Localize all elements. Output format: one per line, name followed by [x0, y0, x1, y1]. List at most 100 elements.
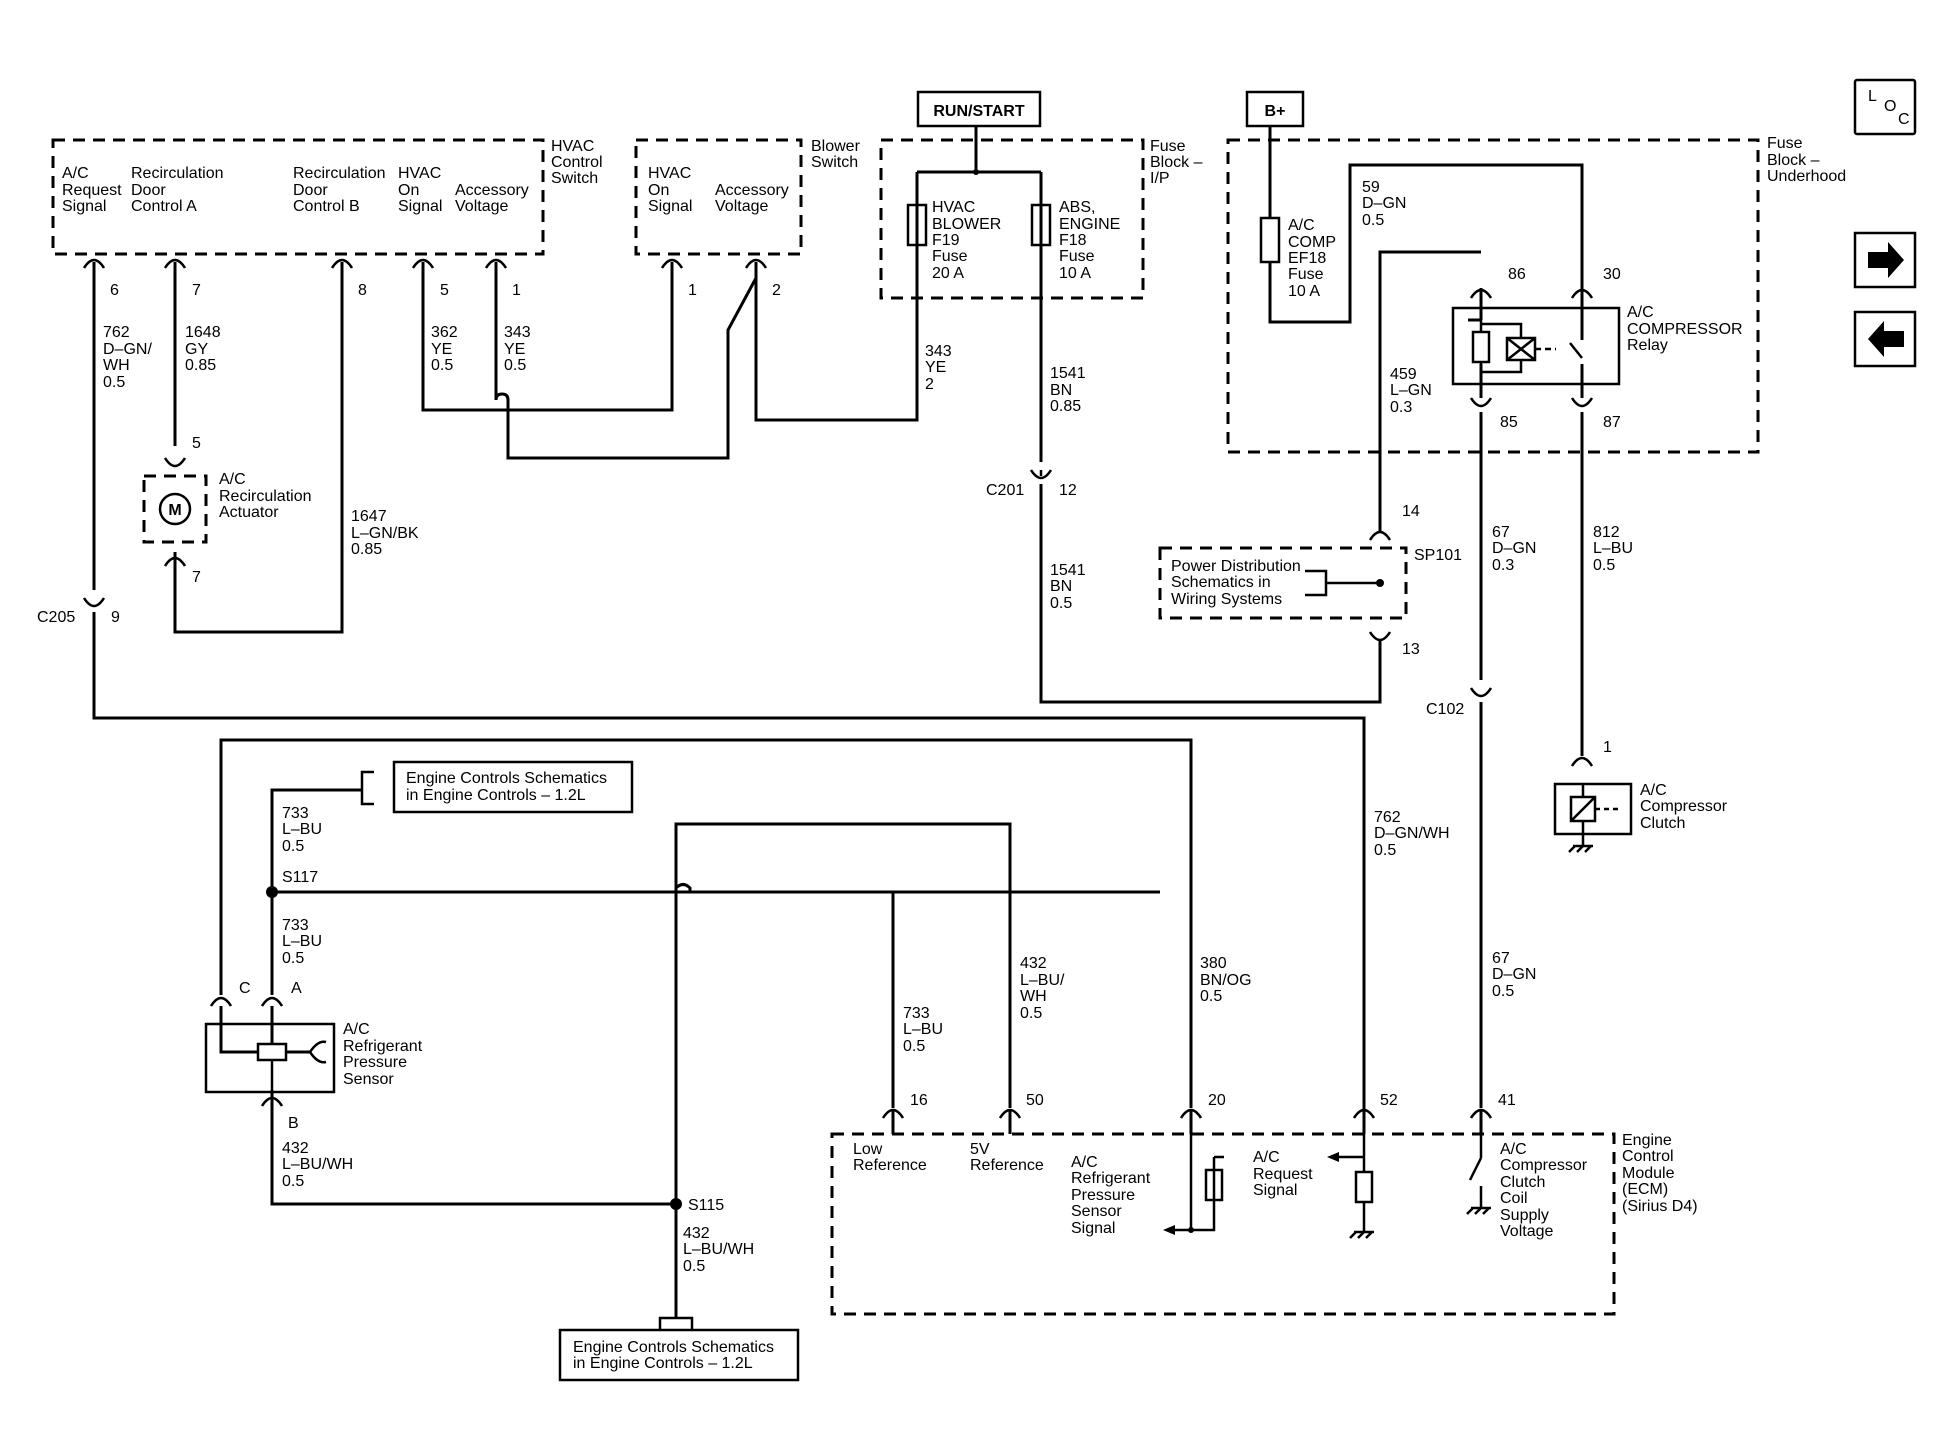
svg-text:0.3: 0.3	[1492, 557, 1514, 574]
svg-text:Power Distribution: Power Distribution	[1171, 558, 1301, 575]
svg-text:Signal: Signal	[398, 198, 442, 215]
svg-text:67: 67	[1492, 950, 1510, 967]
svg-text:Low: Low	[853, 1141, 883, 1158]
blower-switch: Blower Switch HVAC On Signal Accessory V…	[634, 138, 861, 256]
svg-text:Blower: Blower	[811, 138, 861, 155]
svg-text:86: 86	[1508, 266, 1526, 283]
loc-icon[interactable]: L O C	[1853, 78, 1917, 136]
svg-text:Pressure: Pressure	[343, 1054, 407, 1071]
svg-text:Voltage: Voltage	[455, 198, 508, 215]
svg-text:L–GN: L–GN	[1390, 382, 1432, 399]
svg-text:362: 362	[431, 324, 458, 341]
splice-s117: S117	[266, 869, 318, 898]
svg-text:SP101: SP101	[1414, 547, 1462, 564]
svg-text:A: A	[291, 980, 302, 997]
svg-text:Engine: Engine	[1622, 1132, 1672, 1149]
svg-text:0.5: 0.5	[1050, 595, 1072, 612]
svg-text:20 A: 20 A	[932, 265, 964, 282]
top-wiring	[92, 250, 1584, 1110]
svg-text:Control A: Control A	[131, 198, 197, 215]
svg-text:5: 5	[440, 282, 449, 299]
svg-text:343: 343	[925, 343, 952, 360]
svg-text:7: 7	[192, 569, 201, 586]
svg-text:Sensor: Sensor	[343, 1071, 394, 1088]
svg-text:0.5: 0.5	[431, 357, 453, 374]
svg-text:Switch: Switch	[811, 154, 858, 171]
svg-text:A/C: A/C	[1071, 1154, 1098, 1171]
svg-text:5: 5	[192, 435, 201, 452]
svg-text:(Sirius D4): (Sirius D4)	[1622, 1198, 1698, 1215]
svg-text:Actuator: Actuator	[219, 504, 279, 521]
svg-text:6: 6	[110, 282, 119, 299]
relay-connector-cups	[1469, 288, 1594, 408]
svg-text:380: 380	[1200, 955, 1227, 972]
svg-text:L–GN/BK: L–GN/BK	[351, 525, 419, 542]
svg-text:YE: YE	[504, 341, 525, 358]
svg-text:F19: F19	[932, 232, 960, 249]
svg-text:BN/OG: BN/OG	[1200, 972, 1252, 989]
svg-text:A/C: A/C	[1288, 217, 1315, 234]
svg-text:16: 16	[910, 1092, 928, 1109]
svg-text:1541: 1541	[1050, 562, 1086, 579]
svg-text:A/C: A/C	[1253, 1149, 1280, 1166]
svg-text:Coil: Coil	[1500, 1190, 1528, 1207]
svg-text:On: On	[398, 182, 419, 199]
recirculation-actuator: M 5 7 A/C Recirculation Actuator	[142, 435, 311, 586]
svg-text:O: O	[1884, 98, 1896, 115]
svg-text:8: 8	[358, 282, 367, 299]
svg-text:733: 733	[282, 805, 309, 822]
svg-text:On: On	[648, 182, 669, 199]
svg-text:Underhood: Underhood	[1767, 168, 1846, 185]
next-page-icon[interactable]	[1853, 231, 1917, 289]
svg-text:D–GN: D–GN	[1492, 540, 1536, 557]
svg-text:Switch: Switch	[551, 170, 598, 187]
svg-text:RUN/START: RUN/START	[933, 103, 1024, 120]
svg-text:9: 9	[111, 609, 120, 626]
svg-text:1647: 1647	[351, 508, 387, 525]
svg-text:85: 85	[1500, 414, 1518, 431]
svg-text:Fuse: Fuse	[1059, 248, 1095, 265]
svg-text:Control: Control	[551, 154, 603, 171]
svg-text:1: 1	[512, 282, 521, 299]
svg-text:Refrigerant: Refrigerant	[1071, 1170, 1151, 1187]
svg-text:Accessory: Accessory	[715, 182, 789, 199]
fuse-block-underhood: Fuse Block – Underhood A/C COMP EF18 Fus…	[1226, 126, 1846, 454]
svg-text:13: 13	[1402, 641, 1420, 658]
svg-text:ABS,: ABS,	[1059, 199, 1095, 216]
svg-text:0.5: 0.5	[282, 1173, 304, 1190]
svg-text:30: 30	[1603, 266, 1621, 283]
engine-controls-ref-top[interactable]: Engine Controls Schematics in Engine Con…	[346, 760, 634, 814]
svg-text:Fuse: Fuse	[932, 248, 968, 265]
svg-text:87: 87	[1603, 414, 1621, 431]
svg-text:WH: WH	[103, 357, 130, 374]
svg-text:Voltage: Voltage	[715, 198, 768, 215]
svg-text:1: 1	[688, 282, 697, 299]
svg-text:10 A: 10 A	[1288, 283, 1320, 300]
svg-text:0.5: 0.5	[1374, 842, 1396, 859]
svg-text:59: 59	[1362, 179, 1380, 196]
pressure-sensor: C A B A/C Refrigerant Pressure Sensor	[204, 980, 423, 1132]
svg-text:2: 2	[772, 282, 781, 299]
svg-text:0.5: 0.5	[1492, 983, 1514, 1000]
previous-page-icon[interactable]	[1853, 310, 1917, 368]
engine-controls-ref-bottom[interactable]: Engine Controls Schematics in Engine Con…	[558, 1316, 800, 1382]
svg-text:C205: C205	[37, 609, 75, 626]
b-plus-box: B+	[1245, 90, 1305, 128]
svg-text:Door: Door	[293, 182, 328, 199]
svg-text:Wiring Systems: Wiring Systems	[1171, 591, 1282, 608]
svg-text:S115: S115	[688, 1197, 724, 1214]
svg-text:459: 459	[1390, 366, 1417, 383]
svg-text:D–GN: D–GN	[1362, 195, 1406, 212]
svg-text:I/P: I/P	[1150, 170, 1170, 187]
splice-s115: S115	[670, 1197, 724, 1214]
svg-text:50: 50	[1026, 1092, 1044, 1109]
svg-text:762: 762	[103, 324, 130, 341]
svg-text:Fuse: Fuse	[1767, 135, 1803, 152]
svg-text:0.5: 0.5	[282, 838, 304, 855]
svg-text:0.5: 0.5	[282, 950, 304, 967]
svg-text:Engine Controls Schematics: Engine Controls Schematics	[573, 1339, 774, 1356]
svg-text:Request: Request	[62, 182, 122, 199]
svg-text:Relay: Relay	[1627, 337, 1668, 354]
svg-text:L–BU/: L–BU/	[1020, 972, 1065, 989]
